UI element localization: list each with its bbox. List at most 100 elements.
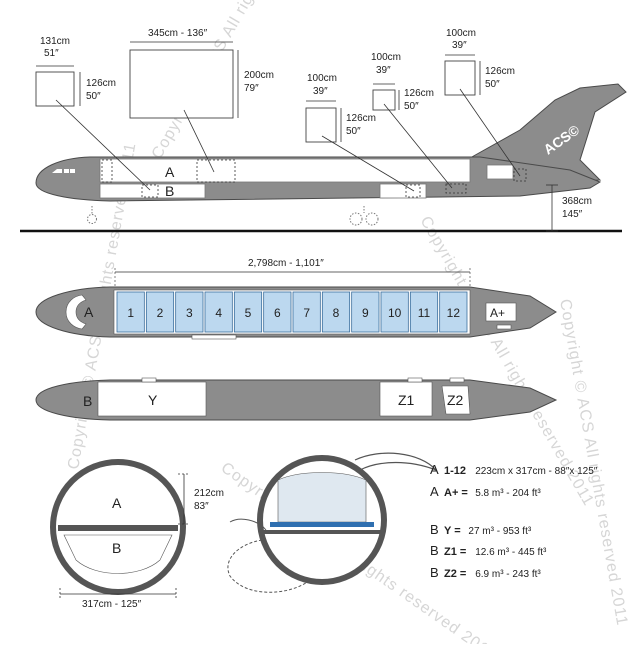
cockpit-window <box>52 169 62 173</box>
door5-width-in: 39″ <box>452 40 467 51</box>
pallet-label-12: 12 <box>447 306 461 320</box>
side-lower-aft <box>379 183 427 199</box>
lower-label-z2: Z2 <box>447 392 464 408</box>
legend-key-3: Z1 = <box>444 546 466 558</box>
pallet-label-8: 8 <box>333 306 340 320</box>
legend-key-2: Y = <box>444 525 461 537</box>
door1-height-cm: 126cm <box>86 78 116 89</box>
door3-box <box>305 107 337 143</box>
door2-height-in: 79″ <box>244 83 259 94</box>
cs-upper-label: A <box>112 495 122 511</box>
hold-z2 <box>441 385 471 415</box>
door3-height-cm: 126cm <box>346 113 376 124</box>
legend-letter-3: B <box>430 543 439 558</box>
lower-label-b: B <box>83 393 92 409</box>
door5-box <box>444 60 476 96</box>
door3-width-in: 39″ <box>313 86 328 97</box>
cross-section-door <box>227 452 437 593</box>
door1-height-in: 50″ <box>86 91 101 102</box>
door-hinge-arc <box>229 518 267 531</box>
nose-door-arc <box>65 294 87 330</box>
pallet-label-5: 5 <box>245 306 252 320</box>
side-door-3 <box>141 184 159 198</box>
door2-width: 345cm - 136″ <box>148 28 208 39</box>
nose-wheel <box>87 214 97 224</box>
side-lower-fwd <box>99 183 206 199</box>
pallet-label-11: 11 <box>418 306 431 320</box>
cross-section-a: A B 212cm 83″ 317cm - 125″ <box>50 459 224 610</box>
legend-letter-1: A <box>430 484 439 499</box>
lower-label-y: Y <box>148 392 158 408</box>
door1-width-in: 51″ <box>44 48 59 59</box>
side-door-5 <box>445 183 467 194</box>
cs-height-cm: 212cm <box>194 488 224 499</box>
lower-deck-plan: B Y Z1 Z2 <box>35 377 558 421</box>
side-label-b: B <box>165 183 174 199</box>
overall-height-in: 145″ <box>562 209 583 220</box>
engine-pod <box>486 164 514 180</box>
side-door-tail <box>513 168 527 182</box>
main-wheel-1 <box>349 212 363 226</box>
pallet-label-7: 7 <box>303 306 310 320</box>
lower-label-z1: Z1 <box>398 392 415 408</box>
pallet-label-9: 9 <box>362 306 369 320</box>
door-details: 131cm 51″ 126cm 50″ 345cm - 136″ 200cm 7… <box>35 28 521 192</box>
legend-letter-4: B <box>430 565 439 580</box>
door2-height-cm: 200cm <box>244 70 274 81</box>
open-door-arc <box>354 452 437 471</box>
legend-letter-2: B <box>430 522 439 537</box>
cs-height-in: 83″ <box>194 501 209 512</box>
door1-width-cm: 131cm <box>40 36 70 47</box>
side-door-2 <box>196 159 236 183</box>
legend-key-0: 1-12 <box>444 465 466 477</box>
side-door-1 <box>101 159 113 183</box>
cross-section-door-floor <box>270 522 374 527</box>
legend-text-4: 6.9 m³ - 243 ft³ <box>475 569 541 580</box>
door2-box <box>129 49 234 119</box>
pallet-label-3: 3 <box>186 306 193 320</box>
door4-width-in: 39″ <box>376 65 391 76</box>
door3-width-cm: 100cm <box>307 73 337 84</box>
side-main-deck <box>99 158 471 183</box>
side-view: A B ACS© 368cm 145″ <box>20 83 627 233</box>
pallet-label-1: 1 <box>127 306 134 320</box>
door1-box <box>35 71 75 107</box>
cross-section-door-cargo <box>277 472 367 523</box>
main-deck-length: 2,798cm - 1,101″ <box>248 258 324 269</box>
legend-key-1: A+ = <box>444 487 468 499</box>
pallet-11 <box>409 291 439 333</box>
pallet-3 <box>175 291 204 333</box>
cs-lower-label: B <box>112 540 121 556</box>
door4-height-in: 50″ <box>404 101 419 112</box>
pallet-2 <box>145 291 175 333</box>
overall-height-cm: 368cm <box>562 196 592 207</box>
open-door-arc-dashed <box>227 539 311 593</box>
door5-width-cm: 100cm <box>446 28 476 39</box>
pallet-4 <box>204 291 233 333</box>
legend-text-2: 27 m³ - 953 ft³ <box>468 526 531 537</box>
nose-label: A <box>84 304 94 320</box>
hold-y <box>97 381 207 417</box>
hold-z1 <box>379 381 433 417</box>
pallet-label-10: 10 <box>388 306 402 320</box>
cross-section-lower-hold <box>63 534 173 574</box>
pallet-1 <box>116 291 145 333</box>
pallet-label-4: 4 <box>215 306 222 320</box>
main-wheel-2 <box>365 212 379 226</box>
door4-box <box>372 89 396 111</box>
side-label-a: A <box>165 164 175 180</box>
door4-width-cm: 100cm <box>371 52 401 63</box>
legend-text-1: 5.8 m³ - 204 ft³ <box>475 488 541 499</box>
pallet-12 <box>439 291 468 333</box>
door5-height-cm: 126cm <box>485 66 515 77</box>
pallet-8 <box>321 291 351 333</box>
legend-text-3: 12.6 m³ - 445 ft³ <box>475 547 547 558</box>
pallet-9 <box>351 291 380 333</box>
legend-key-4: Z2 = <box>444 568 466 580</box>
cs-width: 317cm - 125″ <box>82 599 142 610</box>
